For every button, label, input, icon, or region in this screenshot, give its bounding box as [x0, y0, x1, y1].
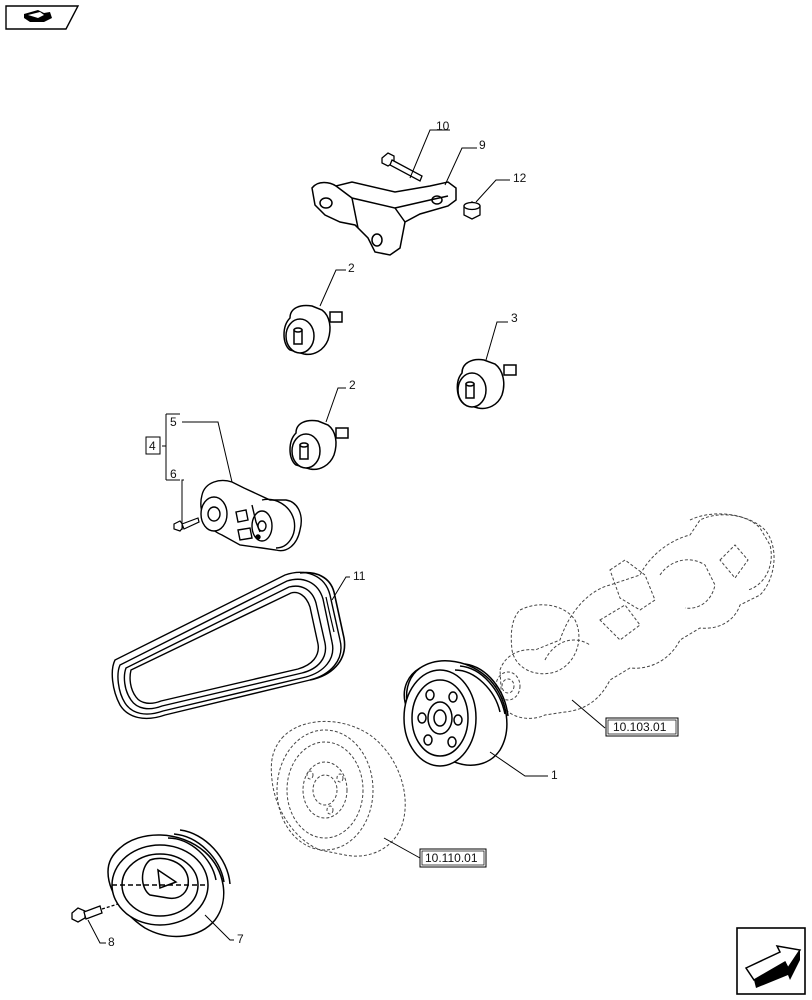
callout-2-upper: 2 — [348, 261, 355, 275]
callout-9: 9 — [479, 138, 486, 152]
callout-1: 1 — [551, 768, 558, 782]
screw — [173, 517, 200, 532]
bushing — [463, 201, 481, 220]
ref-crankshaft-label: 10.103.01 — [613, 720, 667, 734]
pulley-bolt — [71, 903, 119, 923]
prev-page-arrow-icon[interactable] — [5, 5, 80, 30]
callout-2-lower: 2 — [349, 378, 356, 392]
callout-5: 5 — [170, 415, 177, 429]
idler-pulley-lower — [289, 419, 349, 471]
auxiliary-pulley — [107, 829, 231, 938]
crankshaft-pulley — [403, 660, 509, 767]
callout-7: 7 — [237, 932, 244, 946]
next-page-arrow-icon[interactable] — [736, 927, 806, 995]
callout-11: 11 — [353, 569, 366, 583]
vibration-damper — [270, 720, 406, 857]
callout-12: 12 — [513, 171, 527, 185]
mounting-bracket — [311, 181, 457, 256]
ref-crankshaft[interactable]: 10.103.01 — [605, 717, 679, 737]
belt-tensioner — [200, 479, 302, 552]
callout-6: 6 — [170, 467, 177, 481]
callout-3: 3 — [511, 311, 518, 325]
callout-8: 8 — [108, 935, 115, 949]
ref-damper[interactable]: 10.110.01 — [419, 848, 487, 868]
idler-pulley-upper — [283, 304, 343, 356]
leader-lines — [87, 129, 606, 944]
callout-4-box: 4 — [145, 436, 161, 455]
crankshaft — [495, 513, 775, 719]
callout-4: 4 — [149, 439, 156, 453]
idler-pulley-right — [456, 358, 517, 410]
callout-10: 10 — [436, 119, 450, 133]
ref-damper-label: 10.110.01 — [425, 851, 478, 865]
poly-v-belt — [111, 571, 346, 720]
bolt — [381, 152, 423, 182]
